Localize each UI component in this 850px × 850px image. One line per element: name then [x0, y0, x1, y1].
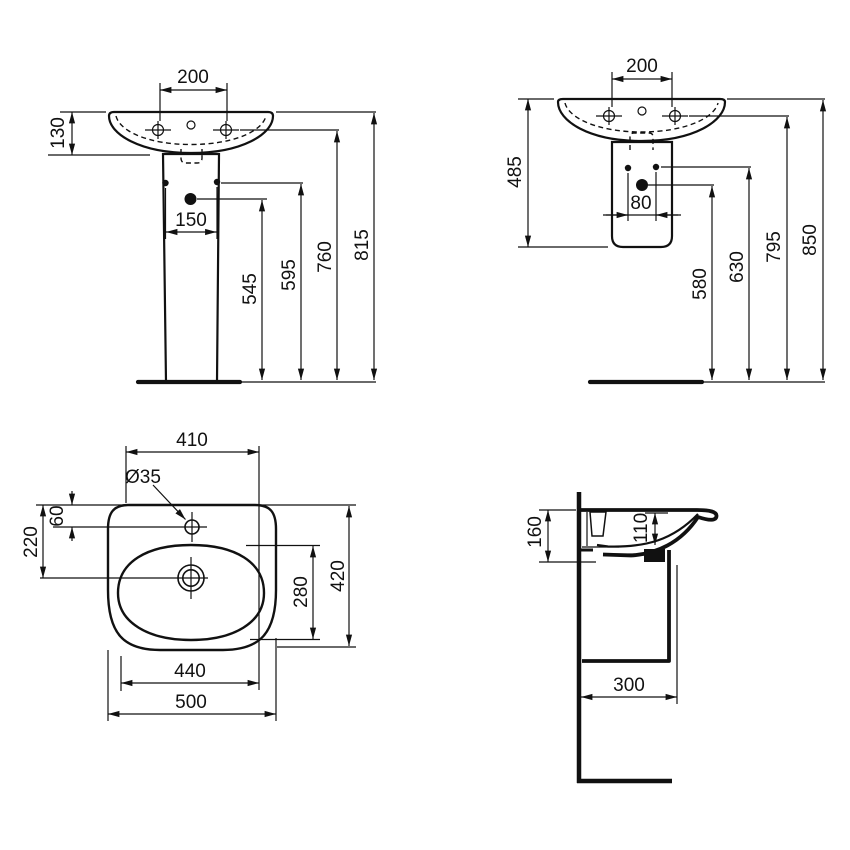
dim-label-overall-depth: 420 — [328, 560, 349, 592]
dim-label-bowl-inner-depth: 110 — [631, 513, 652, 543]
trap-dashed-outline — [180, 149, 203, 164]
pedestal-envelope — [582, 550, 671, 663]
outlet-point — [636, 179, 648, 191]
dim-795: 795 — [689, 115, 791, 381]
outlet-boss — [644, 549, 665, 562]
dim-160: 160 — [525, 509, 596, 563]
overflow-hole — [186, 120, 196, 130]
pedestal-outline — [161, 152, 221, 384]
fixing-points — [162, 178, 221, 205]
dim-label-wall-clearance: 300 — [613, 675, 645, 696]
tap-holes — [596, 106, 688, 125]
dim-300: 300 — [580, 565, 678, 704]
trap-dashed-outline — [629, 132, 654, 150]
dim-label-tap-dia: Ø35 — [125, 467, 161, 488]
dim-tap-diameter: Ø35 — [125, 467, 186, 520]
basin-outline — [556, 97, 727, 150]
front-view-pedestal: 200 130 150 545 595 760 — [48, 67, 378, 385]
dim-200-semi: 200 — [611, 56, 673, 107]
dim-850: 850 — [727, 98, 827, 381]
dim-80: 80 — [603, 172, 681, 221]
dim-label-fixing-spacing: 80 — [630, 193, 651, 214]
dim-label-outlet-height: 580 — [690, 268, 711, 300]
fixing-points — [624, 163, 660, 191]
dim-label-tap-spacing: 200 — [626, 56, 658, 77]
overflow-hole — [637, 106, 647, 116]
plan-view: Ø35 410 60 220 280 420 — [21, 430, 356, 721]
dim-label-rim-to-underside: 130 — [48, 117, 69, 149]
dim-580: 580 — [648, 184, 716, 381]
dim-420: 420 — [258, 504, 356, 648]
dim-220: 220 — [21, 504, 47, 579]
dim-110: 110 — [631, 512, 668, 546]
front-view-semi-pedestal: 200 485 80 580 630 795 — [505, 56, 827, 385]
side-view: 160 110 300 — [525, 492, 719, 784]
dim-410: 410 — [125, 430, 260, 690]
dim-130: 130 — [48, 111, 150, 156]
dim-280: 280 — [246, 544, 320, 641]
dim-label-front-width: 440 — [174, 661, 206, 682]
drain-plan — [40, 557, 208, 599]
dim-label-front-height: 160 — [525, 516, 546, 548]
dim-485: 485 — [505, 98, 608, 248]
dim-label-fixing-spacing: 150 — [175, 210, 207, 231]
dim-label-outlet-offset: 220 — [21, 526, 42, 558]
dim-label-fixing-height: 595 — [279, 259, 300, 291]
dim-545: 545 — [197, 198, 267, 381]
dim-label-tap-height: 760 — [315, 241, 336, 273]
dim-label-outlet-height: 545 — [240, 273, 261, 305]
dim-label-overall-width: 500 — [175, 692, 207, 713]
dim-label-rear-width: 410 — [176, 430, 208, 451]
dim-200-pedestal: 200 — [159, 67, 228, 121]
outlet-point — [184, 193, 197, 205]
dim-label-rim-height: 850 — [800, 224, 821, 256]
dim-150: 150 — [164, 187, 218, 239]
dim-595: 595 — [221, 182, 305, 381]
dim-500: 500 — [107, 638, 277, 721]
tap-hole-plan — [53, 512, 207, 542]
dim-760: 760 — [240, 129, 341, 381]
basin-section — [580, 508, 719, 562]
dim-label-tap-offset: 60 — [47, 505, 68, 526]
dim-label-tap-height: 795 — [764, 231, 785, 263]
dim-815: 815 — [276, 111, 378, 381]
dim-label-fixing-height: 630 — [727, 251, 748, 283]
dim-630: 630 — [661, 166, 753, 381]
dim-label-bowl-depth: 280 — [291, 576, 312, 608]
tap-holes — [145, 120, 239, 139]
dim-440: 440 — [120, 656, 260, 691]
dim-60: 60 — [36, 491, 130, 541]
dim-label-rim-height: 815 — [352, 229, 373, 261]
wall-and-floor — [576, 492, 672, 784]
dim-label-tap-spacing: 200 — [177, 67, 209, 88]
basin-outline — [107, 110, 275, 164]
dim-label-basin-unit-height: 485 — [505, 156, 526, 188]
